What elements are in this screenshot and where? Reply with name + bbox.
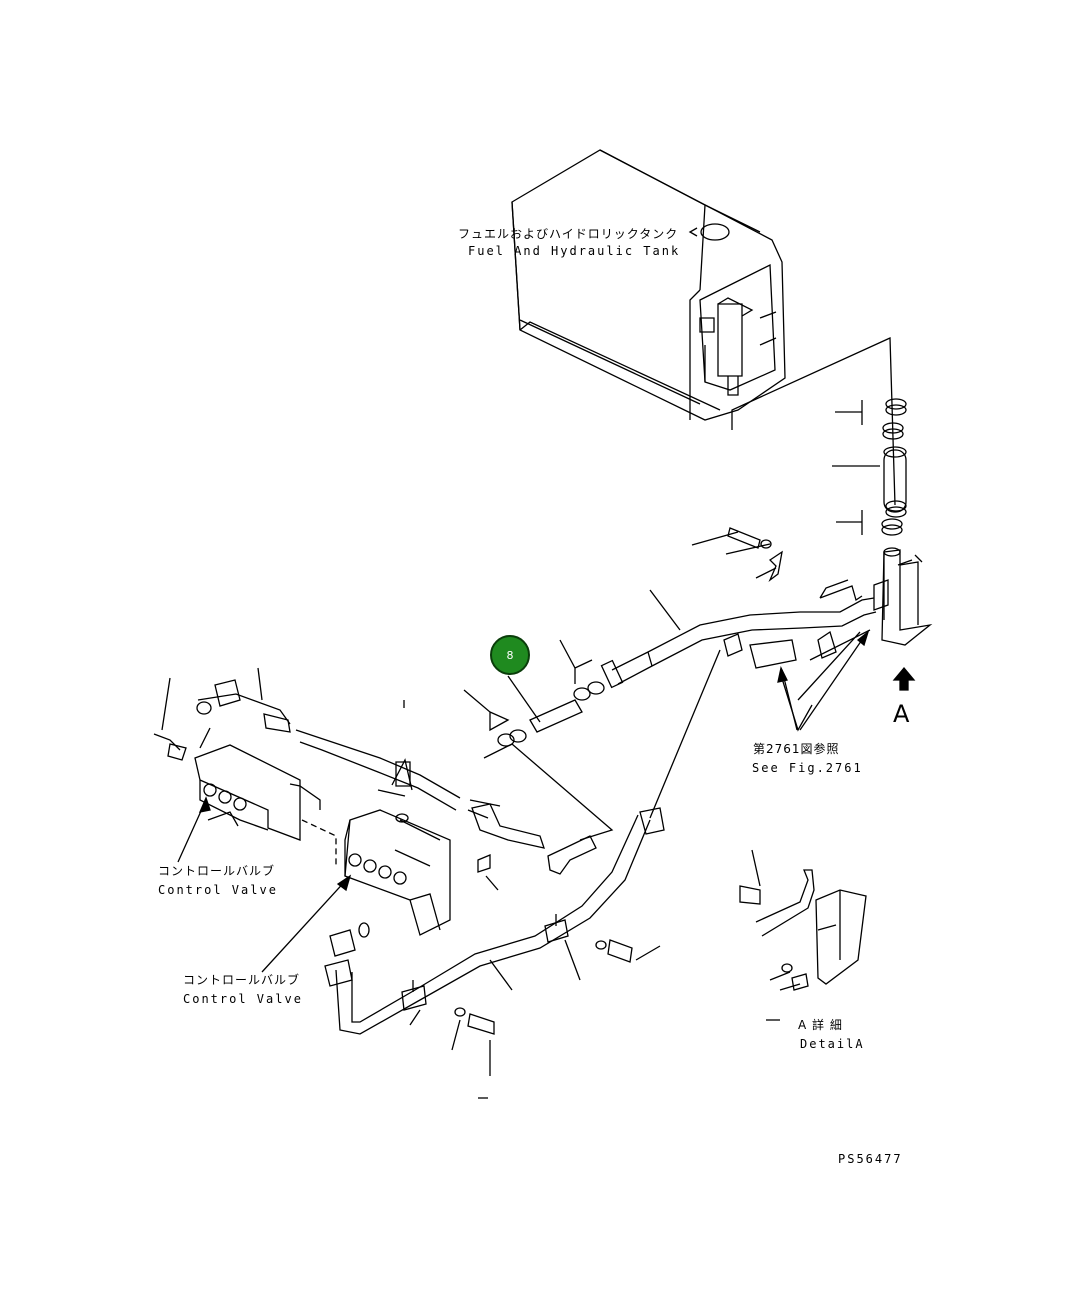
hose-clamps-right — [882, 399, 906, 535]
control-valve-label-en: Control Valve — [158, 883, 278, 897]
part-callout-8[interactable]: 8 — [490, 635, 530, 675]
pipe-bracket — [874, 548, 930, 645]
leader-lines-upper — [650, 338, 895, 730]
view-arrow-label: A — [893, 700, 910, 728]
elbow-fittings-mid — [468, 800, 596, 874]
drawing-number: PS56477 — [838, 1152, 903, 1166]
control-valve-label-jp: コントロールバルブ — [158, 864, 276, 878]
fuel-hydraulic-tank — [512, 150, 785, 420]
tank-label-en: Fuel And Hydraulic Tank — [468, 244, 681, 258]
control-valve2-label-jp: コントロールバルブ — [183, 973, 301, 987]
left-pipe-assembly — [154, 668, 460, 810]
detail-a-drawing — [740, 850, 866, 990]
lower-pipe — [325, 650, 720, 1034]
control-valve-left — [195, 745, 336, 866]
up-arrow-icon — [894, 668, 914, 690]
detail-label-en: DetailA — [800, 1037, 865, 1051]
detail-label-jp: A 詳 細 — [798, 1018, 843, 1032]
main-pipe-upper — [601, 580, 876, 687]
misc-leaders — [404, 700, 780, 1098]
control-valve2-label-en: Control Valve — [183, 992, 303, 1006]
bolt-clamp-upper — [728, 528, 782, 580]
middle-hose-clamps — [464, 640, 612, 840]
lower-pipe-clamps — [402, 914, 660, 1076]
see-fig-label-en: See Fig.2761 — [752, 761, 863, 775]
control-valve-right — [345, 760, 498, 935]
tank-label-jp: フュエルおよびハイドロリックタンク — [458, 227, 679, 241]
see-fig-label-jp: 第2761図参照 — [753, 742, 840, 756]
